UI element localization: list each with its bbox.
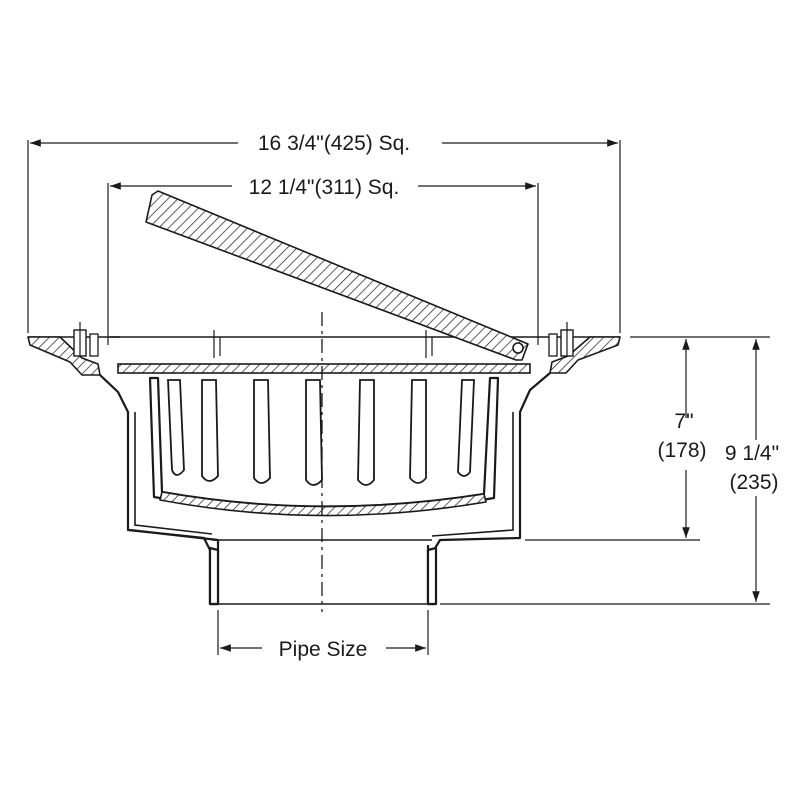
body-height-dimension: 7" (178) [525,336,707,541]
pipe-size-dimension: Pipe Size [217,610,429,661]
pipe-size-label: Pipe Size [279,638,368,661]
body-height-mm: (178) [657,439,706,462]
total-height-dimension: 9 1/4" (235) [440,336,779,605]
hinged-lid [145,190,529,361]
overall-width-dimension: 16 3/4"(425) Sq. [27,132,621,333]
drain-body [99,372,551,606]
total-height-in: 9 1/4" [725,442,779,465]
overall-width-label: 16 3/4"(425) Sq. [258,132,410,155]
dome-strainer [148,376,500,517]
inner-width-label: 12 1/4"(311) Sq. [249,176,400,199]
inner-width-dimension: 12 1/4"(311) Sq. [107,176,539,345]
total-height-mm: (235) [729,471,778,494]
flange [27,322,621,376]
body-height-in: 7" [674,410,693,433]
